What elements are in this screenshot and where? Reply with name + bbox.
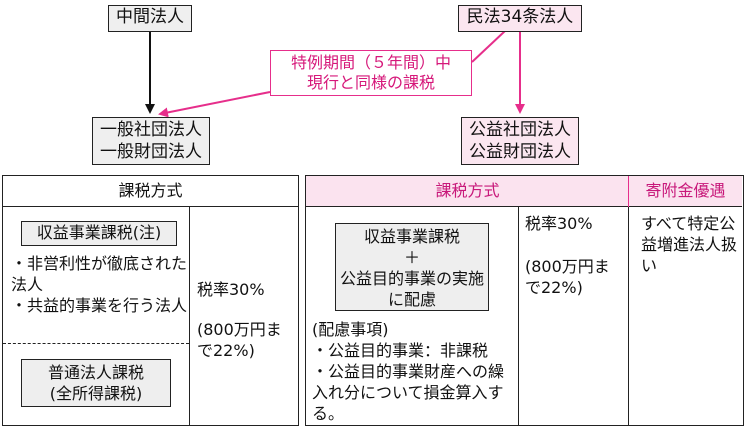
revenue-business-tax-box: 収益事業課税(注) [21,221,177,246]
consideration-item-deduction: ・公益目的事業財産への繰入れ分について損金算入する。 [312,362,505,423]
right-tax-rate-note: (800万円まで22%) [525,257,610,297]
left-dashed-separator [3,343,189,344]
left-tax-rate: 税率30% [197,280,265,299]
right-table-header-donation: 寄附金優遇 [629,176,742,207]
node-general-corp: 一般社団法人 一般財団法人 [92,117,210,165]
right-tax-rate: 税率30% [525,214,593,233]
right-table-header-tax: 課税方式 [306,176,629,207]
left-table-header: 課税方式 [3,176,298,207]
callout-transition-period: 特例期間（５年間）中 現行と同様の課税 [270,50,472,96]
ordinary-corp-tax-box: 普通法人課税 (全所得課税) [21,359,171,407]
node-public-corp: 公益社団法人 公益財団法人 [461,117,579,165]
header-divider [628,176,629,207]
left-tax-rate-note: (800万円まで22%) [197,320,282,360]
node-intermediate-corp: 中間法人 [108,5,192,32]
left-table-divider [189,207,190,425]
right-table-divider-2 [628,207,629,425]
consideration-item-nontax: ・公益目的事業：非課税 [312,341,489,360]
left-bullet-mutual: ・共益的事業を行う法人 [11,296,188,315]
right-tax-table: 課税方式 寄附金優遇 収益事業課税 ＋ 公益目的事業の実施に配慮 (配慮事項) … [305,175,744,426]
left-bullet-nonprofit: ・非営利性が徹底された法人 [11,254,188,294]
right-table-divider-1 [518,207,519,425]
public-revenue-tax-box: 収益事業課税 ＋ 公益目的事業の実施に配慮 [335,223,489,311]
arrow-civil34-to-general [471,30,506,63]
left-tax-table: 課税方式 収益事業課税(注) ・非営利性が徹底された法人 ・共益的事業を行う法人… [2,175,299,426]
node-civil34-corp: 民法34条法人 [458,5,582,32]
donation-preference-text: すべて特定公益増進法人扱い [641,214,738,275]
consideration-title: (配慮事項) [312,320,389,339]
